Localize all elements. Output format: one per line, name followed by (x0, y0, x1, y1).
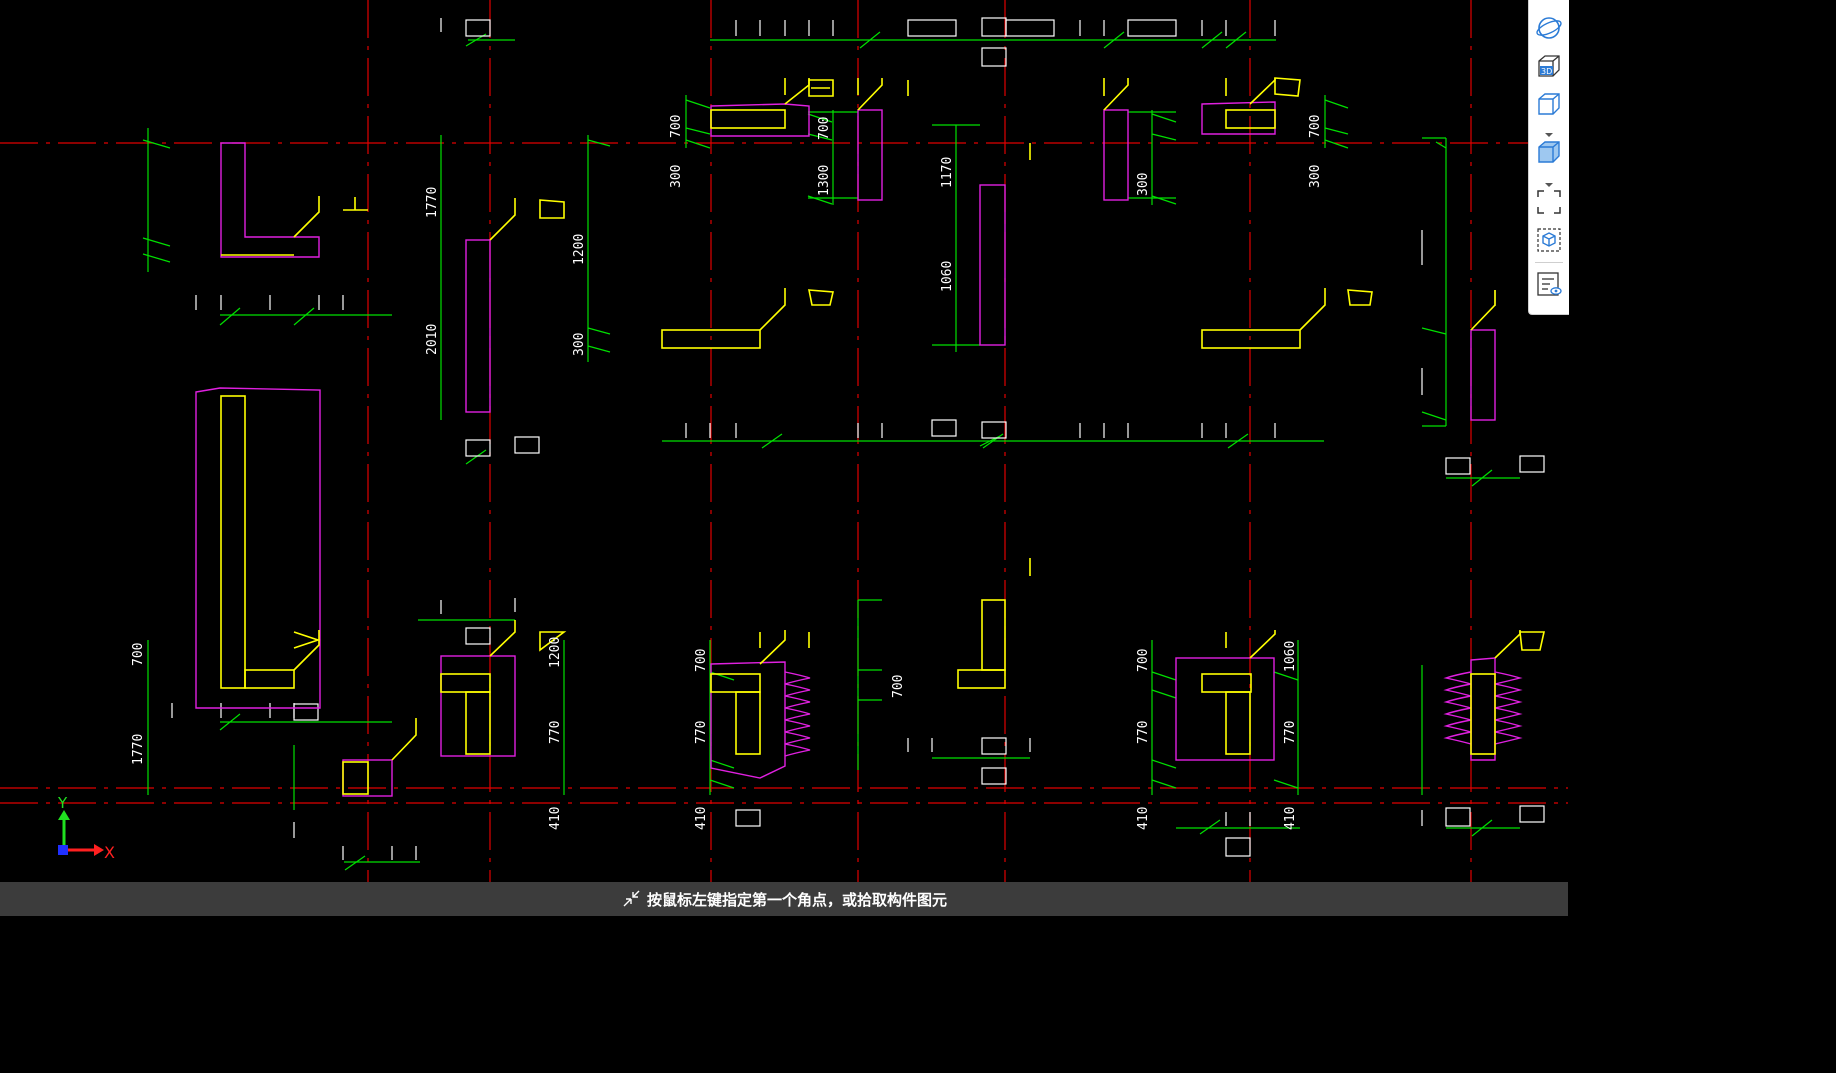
dim-label: 770 (694, 721, 709, 744)
chevron-down-icon[interactable] (1543, 124, 1555, 137)
dim-label: 700 (669, 115, 684, 138)
dim-label: 1770 (425, 187, 440, 218)
dim-label: 770 (548, 721, 563, 744)
properties-view-icon[interactable] (1533, 268, 1565, 300)
status-prompt: 按鼠标左键指定第一个角点，或拾取构件图元 (646, 890, 947, 909)
dim-label: 2010 (425, 324, 440, 355)
view-cube-filled-icon[interactable] (1533, 136, 1565, 168)
dim-label: 1200 (572, 234, 587, 265)
dim-label: 1300 (817, 165, 832, 196)
dim-label: 700 (817, 117, 832, 140)
dim-label: 1170 (940, 157, 955, 188)
dim-label: 410 (548, 807, 563, 830)
status-bar: 按鼠标左键指定第一个角点，或拾取构件图元 (0, 882, 1568, 916)
chevron-down-icon[interactable] (1543, 174, 1555, 187)
view-toolbar: 3D (1528, 0, 1569, 315)
orbit-view-icon[interactable] (1533, 12, 1565, 44)
dim-label: 410 (1136, 807, 1151, 830)
toolbar-divider (1535, 262, 1563, 263)
dimension-text: 1770 2010 1200 300 700 300 1300 1170 106… (131, 115, 1323, 830)
dim-label: 300 (1136, 173, 1151, 196)
dim-label: 1060 (940, 261, 955, 292)
dim-label: 700 (1308, 115, 1323, 138)
3d-view-icon[interactable]: 3D (1533, 50, 1565, 82)
dim-label: 700 (1136, 649, 1151, 672)
dim-label: 1200 (548, 637, 563, 668)
x-axis-label: X (104, 843, 115, 862)
cad-drawing-canvas[interactable]: 1770 2010 1200 300 700 300 1300 1170 106… (0, 0, 1568, 882)
column-markers (293, 17, 1545, 857)
dim-label: 700 (891, 675, 906, 698)
isolate-component-icon[interactable] (1533, 224, 1565, 256)
dimension-ticks (171, 18, 1496, 860)
dim-label: 1770 (131, 734, 146, 765)
dim-label: 410 (1283, 807, 1298, 830)
dimension-lines (142, 31, 1520, 871)
ucs-axis-indicator: X Y (57, 794, 115, 862)
dim-label: 1060 (1283, 641, 1298, 672)
dim-label: 300 (572, 333, 587, 356)
dim-label: 410 (694, 807, 709, 830)
dim-label: 700 (694, 649, 709, 672)
columns (220, 77, 1545, 795)
dim-label: 300 (669, 165, 684, 188)
dim-label: 700 (131, 643, 146, 666)
pick-cursor-icon (621, 889, 641, 909)
y-axis-label: Y (57, 794, 68, 812)
dim-label: 770 (1283, 721, 1298, 744)
dim-label: 300 (1308, 165, 1323, 188)
zoom-extents-icon[interactable] (1533, 186, 1565, 218)
view-cube-icon[interactable] (1533, 88, 1565, 120)
3d-badge: 3D (1541, 67, 1552, 76)
dim-label: 770 (1136, 721, 1151, 744)
